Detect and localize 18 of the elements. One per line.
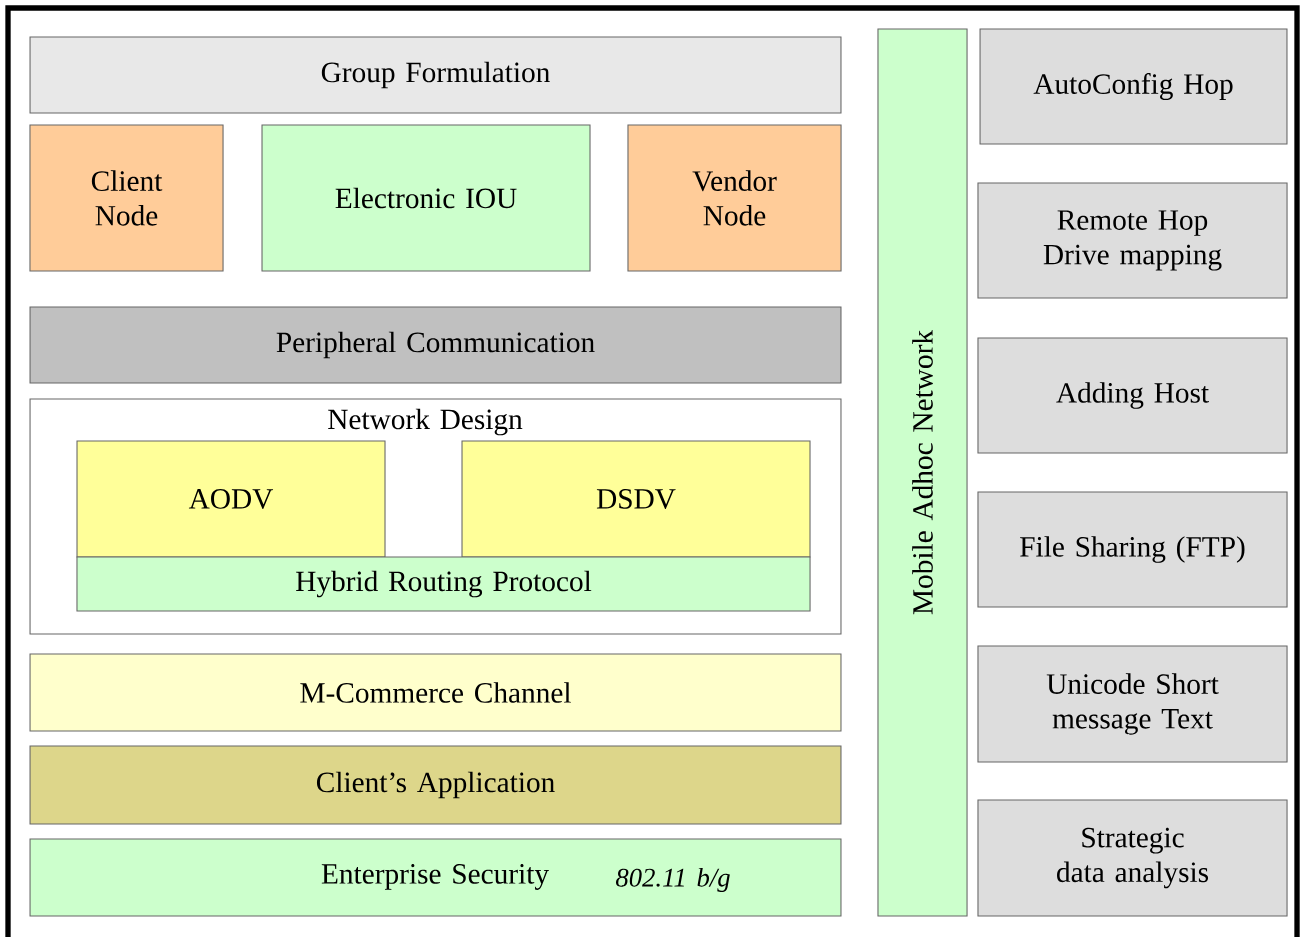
layer-box: Client’s Application: [29, 745, 842, 825]
node-box: Vendor Node: [627, 124, 842, 272]
protocol-box: DSDV: [461, 440, 811, 558]
node-box: Client Node: [29, 124, 224, 272]
vertical-bar: Mobile Adhoc Network: [877, 28, 968, 917]
feature-box: Unicode Short message Text: [977, 645, 1288, 763]
feature-box: AutoConfig Hop: [979, 28, 1288, 145]
protocol-box: AODV: [76, 440, 386, 558]
layer-box: Group Formulation: [29, 36, 842, 114]
layer-box: Electronic IOU: [261, 124, 591, 272]
feature-box: Strategic data analysis: [977, 799, 1288, 917]
feature-box: Adding Host: [977, 337, 1288, 454]
layer-box: Peripheral Communication: [29, 306, 842, 384]
protocol-box: Hybrid Routing Protocol: [76, 556, 811, 612]
feature-box: Remote Hop Drive mapping: [977, 182, 1288, 299]
feature-box: File Sharing (FTP): [977, 491, 1288, 608]
layer-box: Enterprise Security 802.11 b/g: [29, 838, 842, 917]
layer-box: M-Commerce Channel: [29, 653, 842, 732]
